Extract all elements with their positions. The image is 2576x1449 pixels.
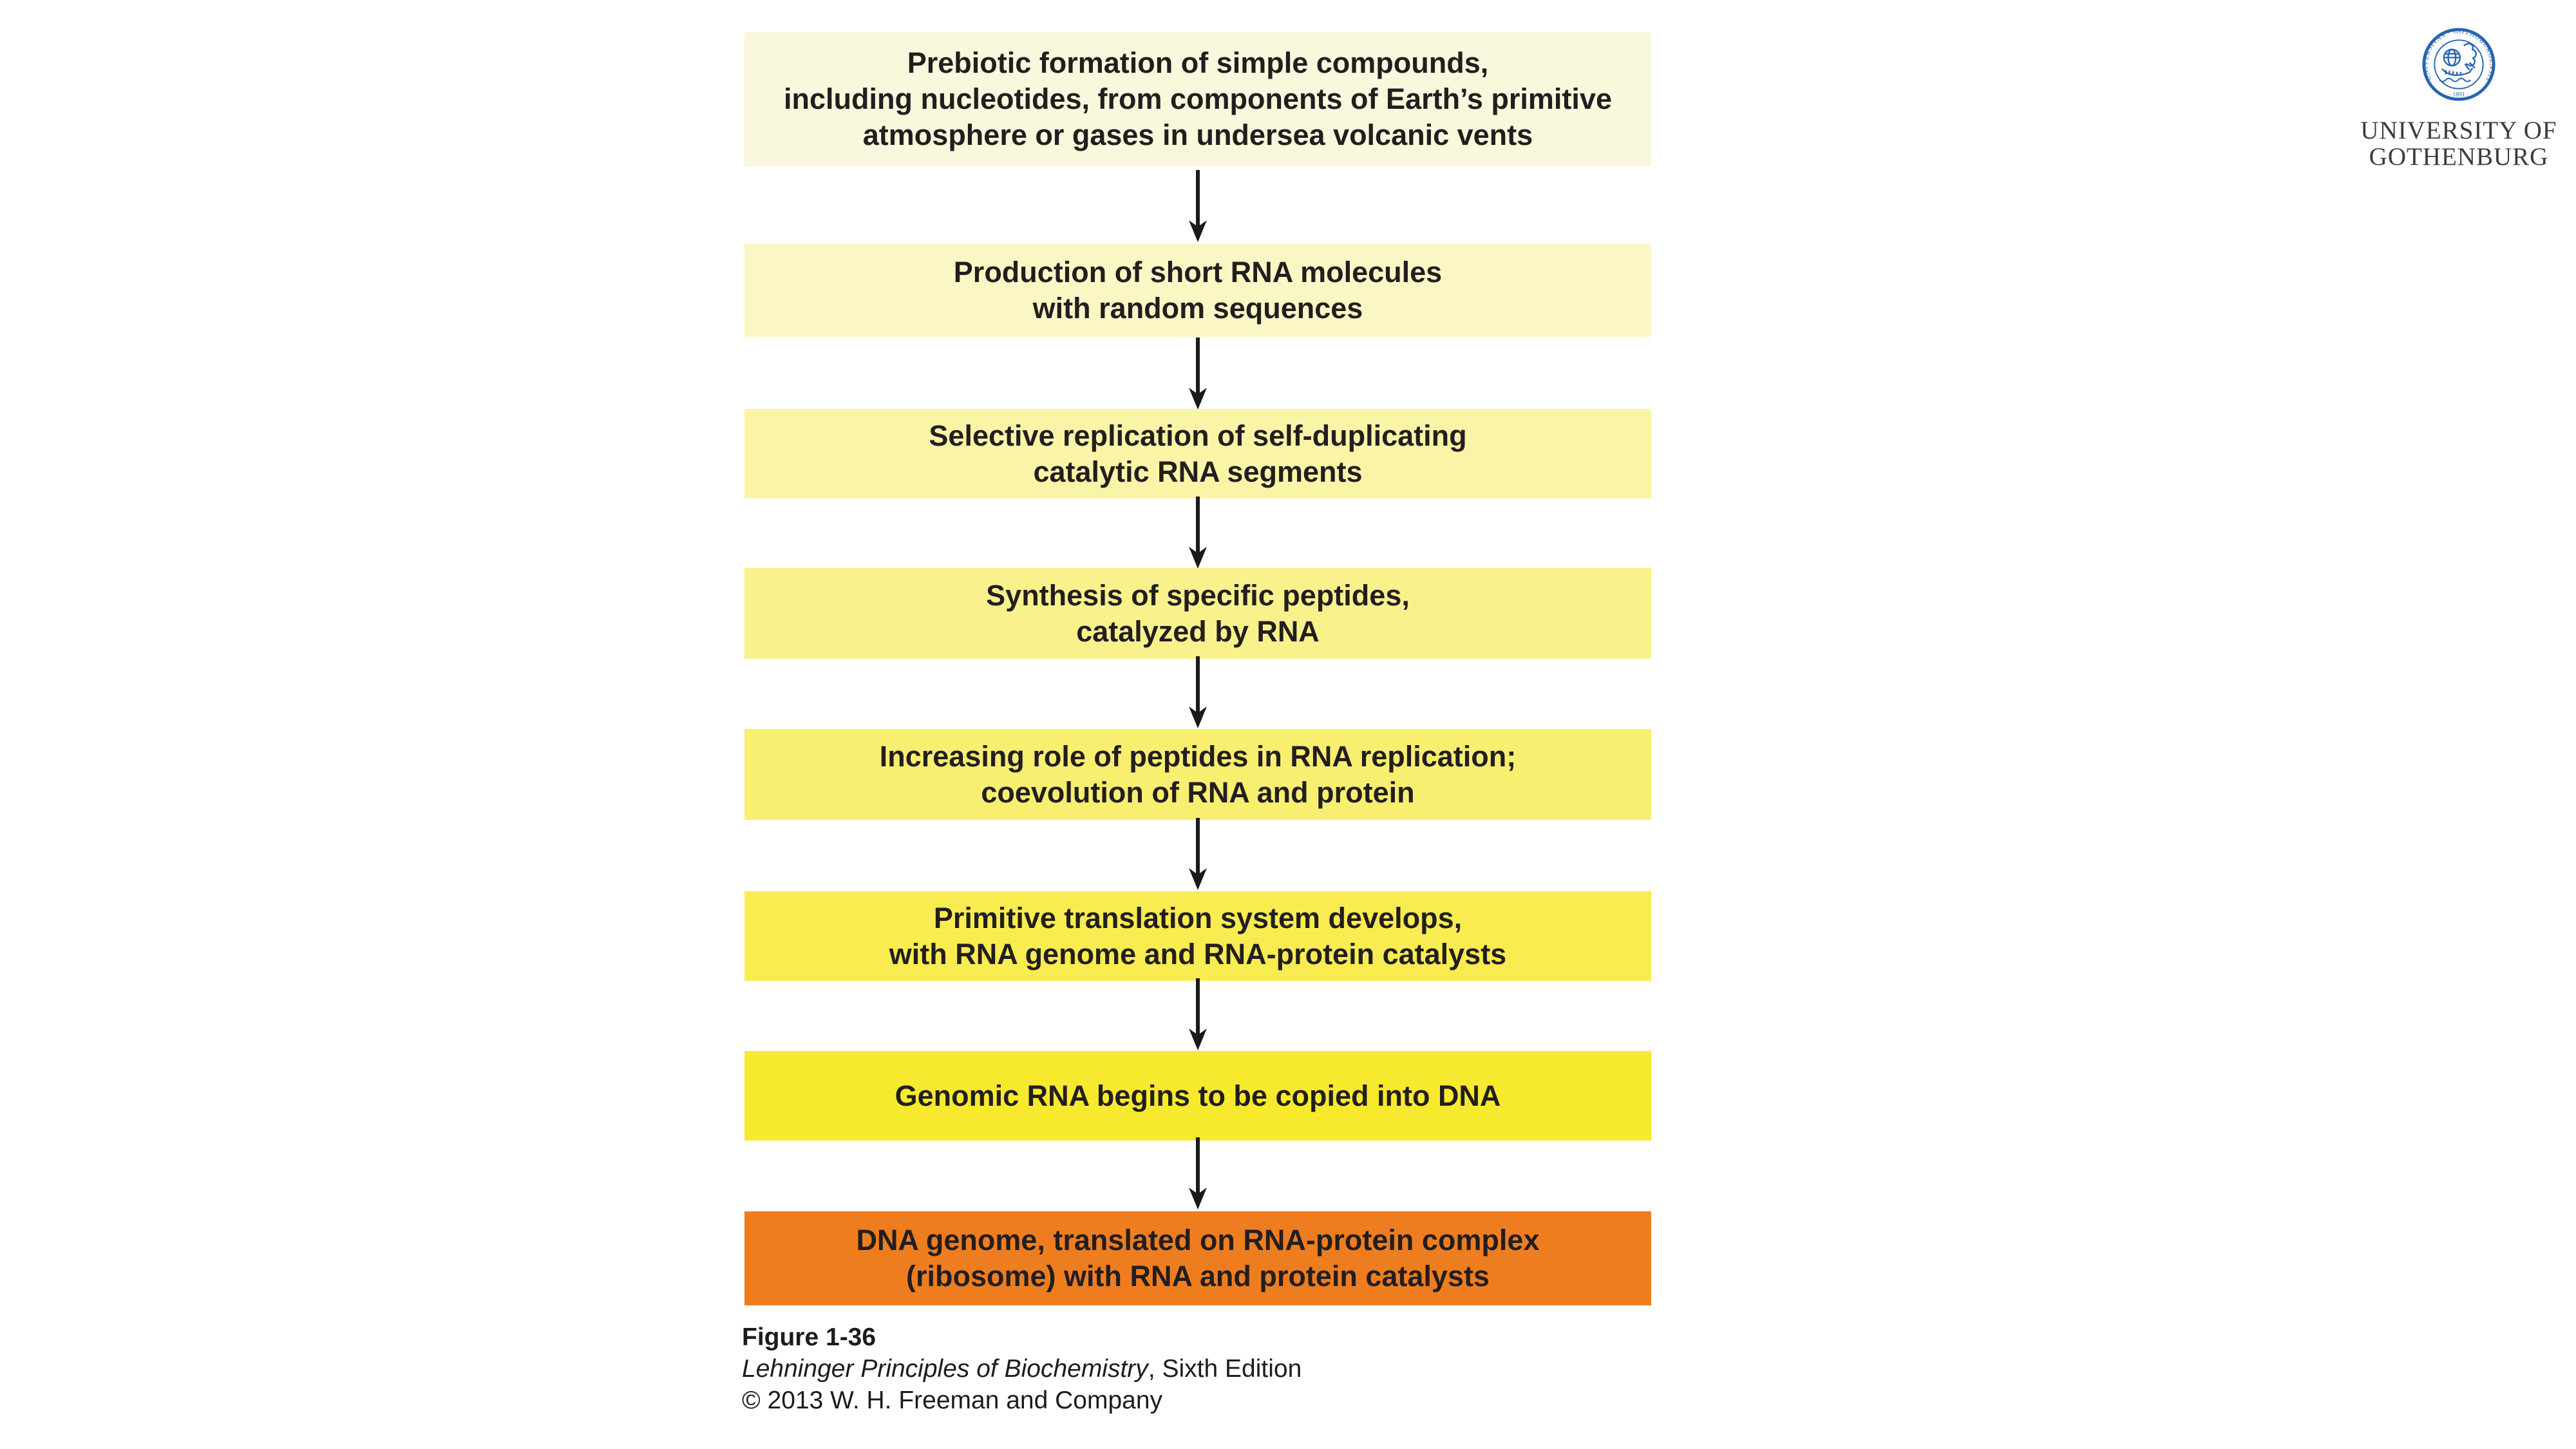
flow-step-rna-production: Production of short RNA molecules with r…	[744, 243, 1651, 337]
down-arrow-icon	[1189, 170, 1207, 242]
university-logo: UNIVERSITAS · GOTHOBURGENSIS · 1891 · UN…	[2330, 27, 2576, 170]
university-name-line1: UNIVERSITY OF	[2360, 117, 2557, 144]
book-edition: , Sixth Edition	[1148, 1355, 1302, 1383]
flow-step-dna-genome: DNA genome, translated on RNA-protein co…	[744, 1211, 1651, 1305]
down-arrow-icon	[1189, 818, 1207, 890]
down-arrow-icon	[1189, 337, 1207, 410]
figure-number: Figure 1-36	[742, 1323, 876, 1351]
flow-step-translation-system: Primitive translation system develops, w…	[744, 891, 1651, 981]
flow-step-selective-replication: Selective replication of self-duplicatin…	[744, 409, 1651, 498]
flow-step-coevolution: Increasing role of peptides in RNA repli…	[744, 729, 1651, 820]
flow-step-prebiotic-formation: Prebiotic formation of simple compounds,…	[744, 32, 1651, 166]
figure-copyright: © 2013 W. H. Freeman and Company	[742, 1387, 1163, 1414]
seal-emblem	[2439, 43, 2477, 82]
university-seal-icon: UNIVERSITAS · GOTHOBURGENSIS · 1891 ·	[2422, 28, 2496, 101]
university-name-line2: GOTHENBURG	[2369, 143, 2549, 171]
flow-step-rna-to-dna: Genomic RNA begins to be copied into DNA	[744, 1051, 1651, 1141]
down-arrow-icon	[1189, 656, 1207, 728]
book-title: Lehninger Principles of Biochemistry	[742, 1355, 1148, 1383]
seal-year: · 1891 ·	[2449, 91, 2469, 98]
down-arrow-icon	[1189, 1137, 1207, 1209]
down-arrow-icon	[1189, 497, 1207, 569]
figure-caption: Figure 1-36 Lehninger Principles of Bioc…	[742, 1321, 1302, 1416]
down-arrow-icon	[1189, 978, 1207, 1050]
flow-step-peptide-synthesis: Synthesis of specific peptides, catalyze…	[744, 568, 1651, 659]
figure-source: Lehninger Principles of Biochemistry, Si…	[742, 1353, 1302, 1385]
